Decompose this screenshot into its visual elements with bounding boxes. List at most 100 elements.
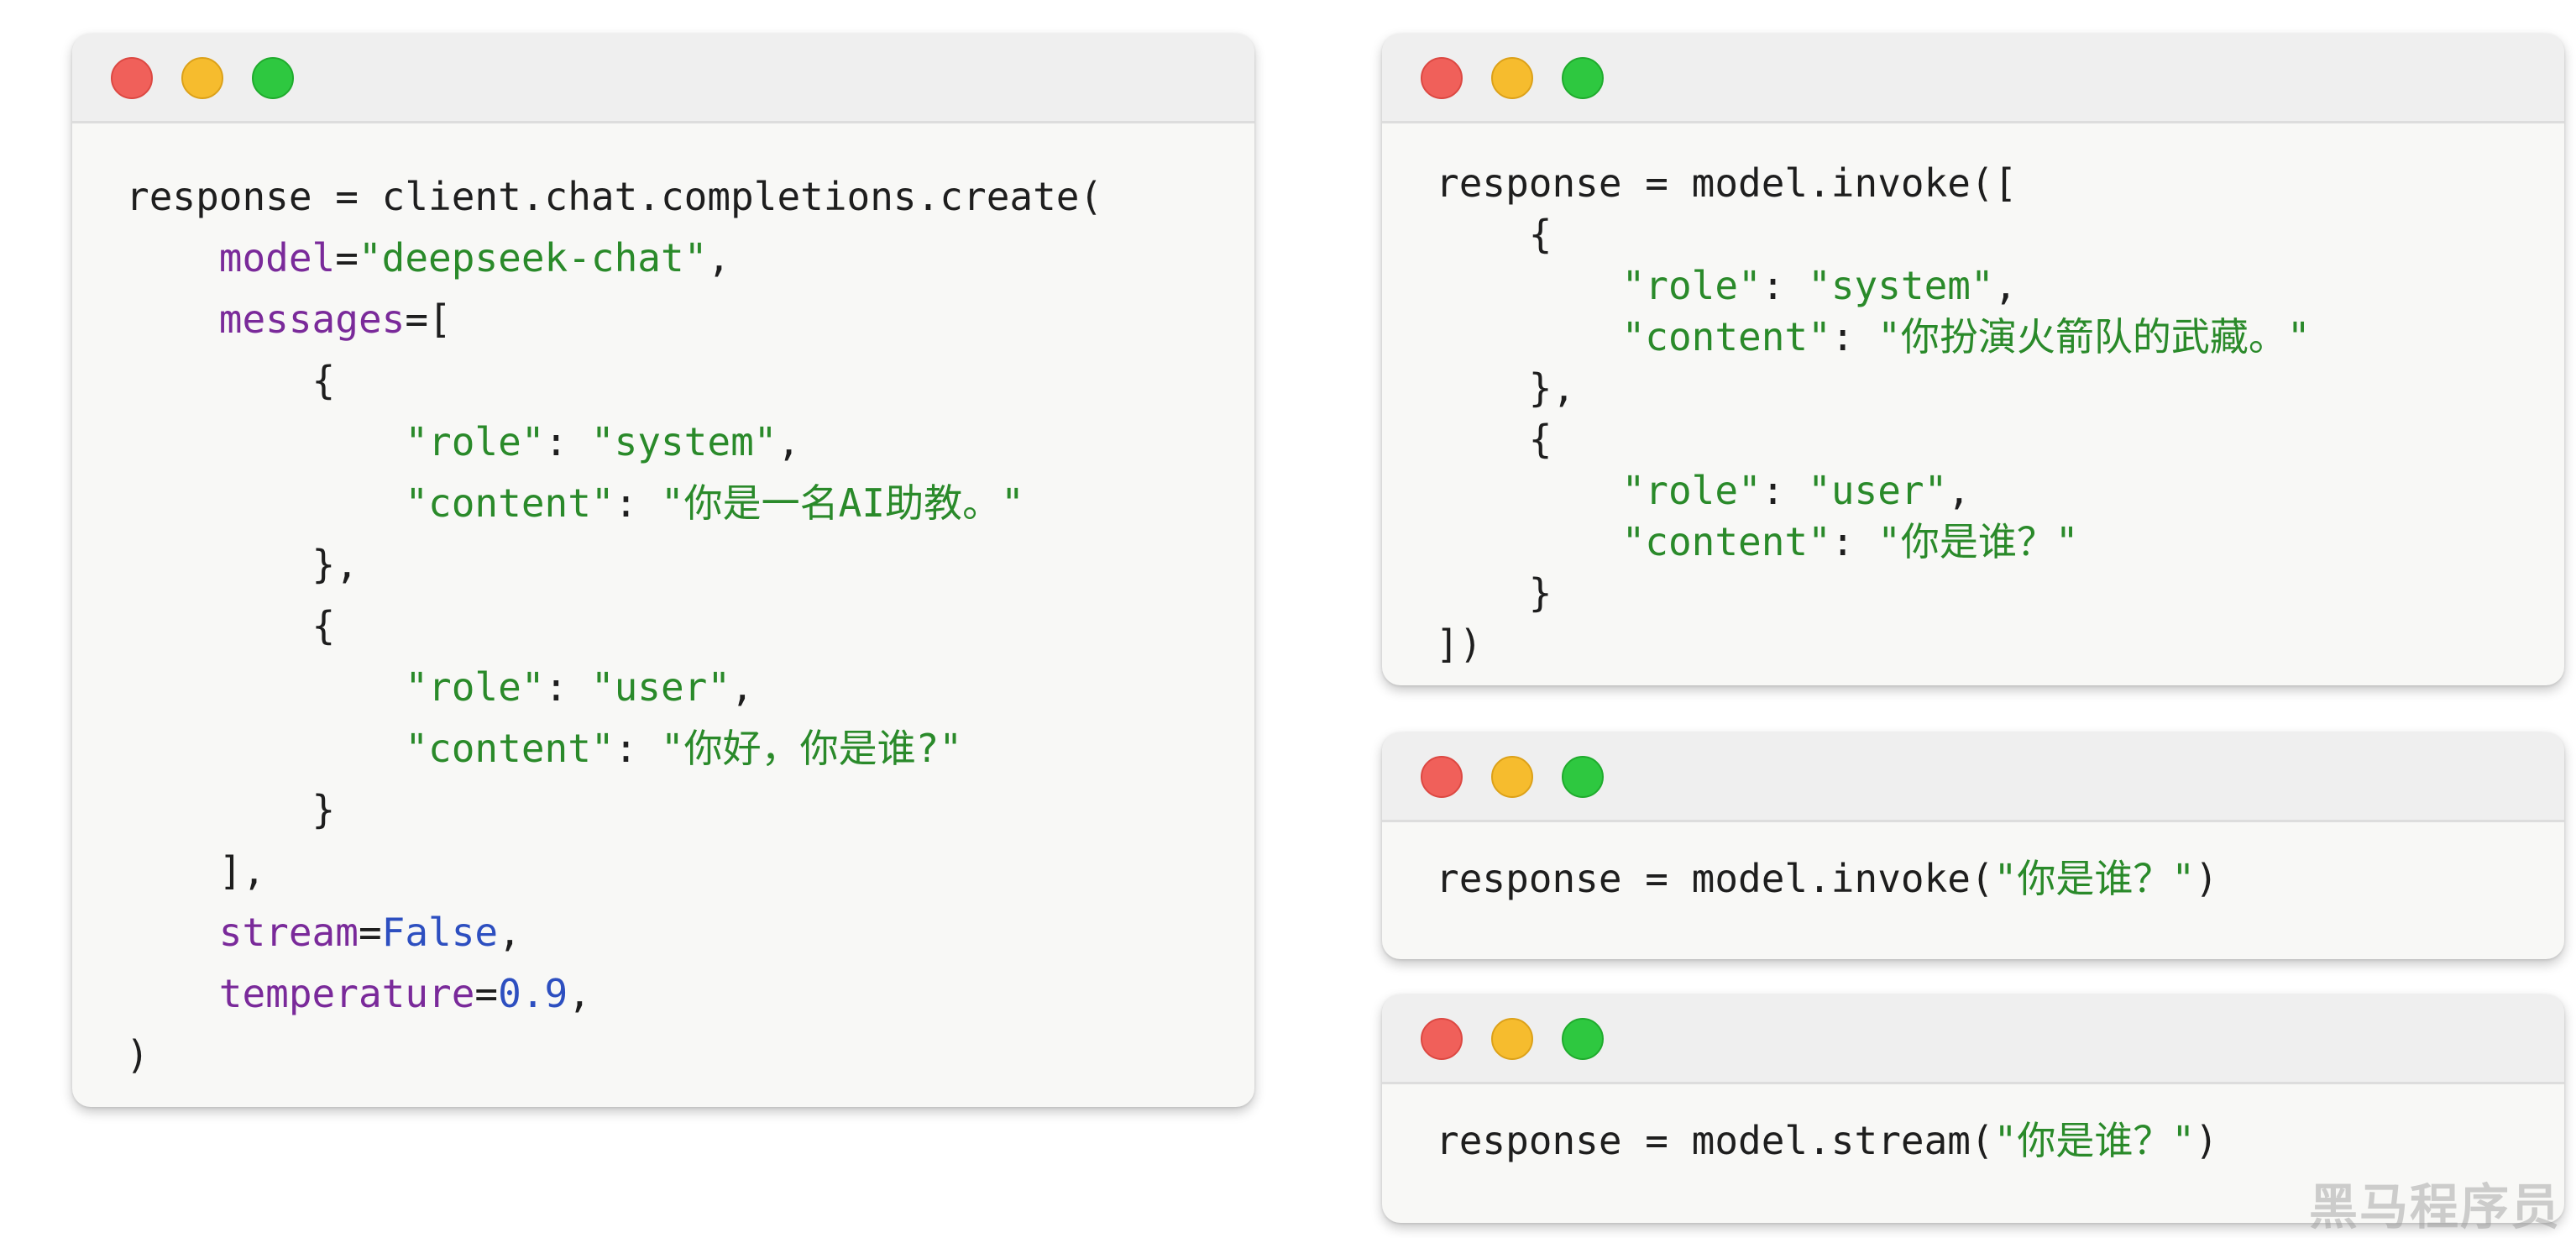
code-line: stream=False, (126, 902, 1102, 963)
code-line: { (126, 350, 1102, 412)
code-line: response = model.invoke([ (1436, 158, 2311, 209)
code-token: response = model.invoke([ (1436, 160, 2018, 206)
code-line: "content": "你好，你是谁?" (126, 718, 1102, 779)
code-token: , (730, 664, 754, 710)
code-token: , (1993, 263, 2018, 308)
code-token: , (777, 419, 801, 464)
code-token: "你扮演火箭队的武藏。" (1877, 314, 2311, 359)
code-token: "deepseek-chat" (358, 235, 708, 281)
window-titlebar (1382, 994, 2564, 1084)
code-token: ) (2195, 1118, 2218, 1163)
code-token: =[ (405, 296, 452, 342)
code-token: , (1947, 468, 1971, 513)
code-token: messages (218, 296, 406, 342)
code-token: "role" (405, 664, 545, 710)
code-token: "content" (405, 726, 615, 771)
code-token: "你好，你是谁?" (660, 726, 963, 771)
code-token: "content" (405, 480, 615, 526)
code-token: "content" (1621, 314, 1831, 359)
code-line: model="deepseek-chat", (126, 228, 1102, 289)
code-window-model-invoke-string: response = model.invoke("你是谁？") (1382, 732, 2564, 959)
minimize-dot-icon[interactable] (181, 57, 223, 99)
code-line: response = client.chat.completions.creat… (126, 166, 1102, 228)
code-token: "system" (1808, 263, 1994, 308)
code-line: response = model.invoke("你是谁？") (1436, 848, 2218, 910)
zoom-dot-icon[interactable] (1562, 57, 1604, 99)
code-token: : (544, 664, 591, 710)
close-dot-icon[interactable] (1421, 1018, 1463, 1060)
code-token: : (1761, 468, 1809, 513)
code-token: : (614, 480, 661, 526)
code-token: ], (126, 848, 266, 894)
code-line: } (1436, 568, 2311, 619)
code-line: response = model.stream("你是谁？") (1436, 1110, 2218, 1172)
code-line: ]) (1436, 619, 2311, 670)
code-line: "role": "system", (126, 412, 1102, 473)
code-token: False (381, 910, 499, 955)
code-token (126, 419, 405, 464)
code-token (1436, 314, 1622, 359)
code-token: = (335, 235, 359, 281)
code-block: response = model.stream("你是谁？") (1436, 1110, 2218, 1172)
close-dot-icon[interactable] (1421, 756, 1463, 798)
code-token: = (474, 971, 499, 1016)
code-token: = (358, 910, 382, 955)
code-line: { (1436, 209, 2311, 260)
code-token (126, 235, 219, 281)
code-token: { (1436, 212, 1552, 257)
code-line: messages=[ (126, 289, 1102, 350)
close-dot-icon[interactable] (1421, 57, 1463, 99)
code-token: }, (1436, 365, 1576, 411)
code-token (1436, 519, 1622, 564)
code-token: model (218, 235, 336, 281)
code-token: { (126, 358, 336, 403)
code-line: ], (126, 841, 1102, 902)
code-token: response = model.invoke( (1436, 856, 1994, 901)
code-line: "role": "user", (126, 657, 1102, 718)
code-token: , (568, 971, 591, 1016)
code-token: "你是一名AI助教。" (660, 480, 1024, 526)
code-token: : (614, 726, 661, 771)
code-window-model-stream: response = model.stream("你是谁？") (1382, 994, 2564, 1223)
code-line: "role": "system", (1436, 260, 2311, 312)
code-block: response = client.chat.completions.creat… (126, 166, 1102, 1086)
code-line: }, (126, 534, 1102, 595)
minimize-dot-icon[interactable] (1491, 1018, 1533, 1060)
code-token: "role" (1621, 468, 1762, 513)
code-line: } (126, 779, 1102, 841)
code-token: ) (126, 1032, 149, 1078)
code-token (126, 296, 219, 342)
zoom-dot-icon[interactable] (1562, 756, 1604, 798)
code-token (126, 726, 405, 771)
zoom-dot-icon[interactable] (1562, 1018, 1604, 1060)
code-window-model-invoke-messages: response = model.invoke([ { "role": "sys… (1382, 34, 2564, 685)
code-token: response = model.stream( (1436, 1118, 1994, 1163)
code-line: ) (126, 1025, 1102, 1086)
window-titlebar (1382, 34, 2564, 123)
code-token: } (126, 787, 336, 832)
code-token: : (1830, 314, 1878, 359)
code-token: "role" (1621, 263, 1762, 308)
code-token: : (1830, 519, 1878, 564)
window-titlebar (72, 34, 1254, 123)
minimize-dot-icon[interactable] (1491, 57, 1533, 99)
code-token: : (544, 419, 591, 464)
code-token: "user" (590, 664, 731, 710)
code-token (1436, 468, 1622, 513)
code-line: temperature=0.9, (126, 963, 1102, 1025)
code-token: response = client.chat.completions.creat… (126, 174, 1103, 219)
code-token (126, 971, 219, 1016)
code-token: 0.9 (498, 971, 568, 1016)
code-token: "你是谁？" (1993, 1118, 2196, 1163)
window-titlebar (1382, 732, 2564, 822)
code-token: "role" (405, 419, 545, 464)
zoom-dot-icon[interactable] (252, 57, 294, 99)
code-token: }, (126, 542, 359, 587)
code-line: "content": "你是一名AI助教。" (126, 473, 1102, 534)
code-block: response = model.invoke("你是谁？") (1436, 848, 2218, 910)
code-line: "content": "你是谁？" (1436, 517, 2311, 568)
minimize-dot-icon[interactable] (1491, 756, 1533, 798)
code-token: "你是谁？" (1877, 519, 2079, 564)
code-token: stream (218, 910, 359, 955)
close-dot-icon[interactable] (111, 57, 153, 99)
